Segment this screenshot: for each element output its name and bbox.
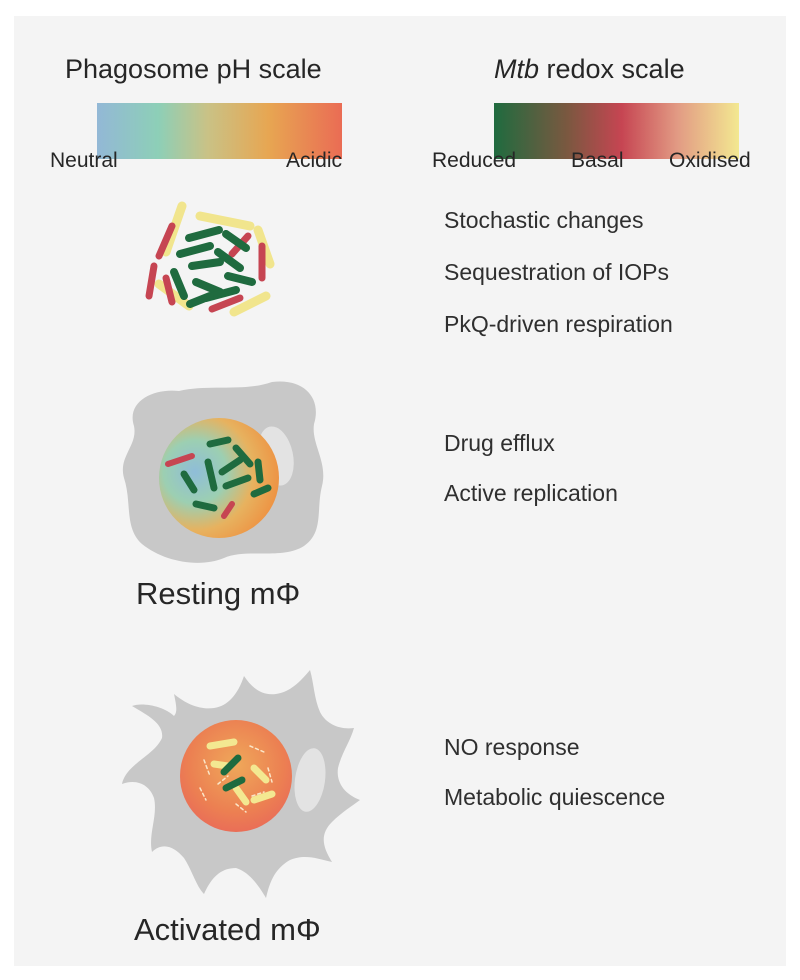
resting-macrophage: [122, 381, 324, 563]
redox-scale-title: Mtb redox scale: [494, 54, 685, 85]
activated-nucleus: [294, 748, 326, 812]
redox-oxidised-label: Oxidised: [669, 149, 751, 172]
reduced-bacillus: [218, 456, 244, 476]
activated-phagosome: [180, 720, 292, 832]
reduced-bacillus: [214, 248, 244, 272]
ph-gradient-bar: [97, 103, 342, 159]
no-radicals: [199, 745, 273, 813]
reduced-bacillus: [204, 458, 218, 492]
oxidised-bacillus: [206, 738, 238, 750]
reduced-bacillus: [170, 268, 188, 300]
reduced-bacillus: [232, 444, 254, 468]
biofilm-note-1: Stochastic changes: [444, 207, 644, 233]
activated-macrophage: [122, 670, 360, 898]
biofilm-note-2: Sequestration of IOPs: [444, 259, 670, 285]
reduced-bacillus: [185, 226, 223, 242]
basal-bacillus: [221, 501, 235, 519]
basal-bacillus: [162, 274, 176, 306]
ph-neutral-label: Neutral: [50, 149, 118, 172]
reduced-bacillus: [222, 474, 252, 490]
reduced-bacillus: [254, 458, 264, 484]
basal-bacillus: [145, 262, 158, 300]
basal-bacillus: [155, 222, 176, 260]
ph-acidic-label: Acidic: [286, 149, 343, 172]
resting-note-2: Active replication: [444, 480, 618, 506]
oxidised-bacillus: [250, 764, 270, 784]
reduced-bacillus: [224, 272, 256, 286]
redox-basal-label: Basal: [571, 149, 624, 172]
resting-phagosome: [159, 418, 279, 538]
biofilm-cluster: [145, 201, 275, 317]
reduced-bacillus: [220, 754, 242, 776]
illustrations: [122, 201, 360, 898]
oxidised-bacillus: [232, 784, 250, 806]
basal-bacillus: [208, 294, 244, 313]
oxidised-bacillus: [195, 211, 255, 231]
activated-note-1: NO response: [444, 734, 580, 760]
biofilm-note-3: PkQ-driven respiration: [444, 311, 673, 337]
oxidised-bacillus: [229, 291, 271, 317]
activated-note-2: Metabolic quiescence: [444, 784, 666, 810]
reduced-bacillus: [250, 484, 272, 498]
oxidised-bacillus: [250, 790, 276, 804]
reduced-bacillus: [188, 258, 224, 270]
reduced-bacillus: [206, 436, 232, 448]
reduced-bacillus: [222, 230, 250, 252]
activated-macrophage-label: Activated mΦ: [134, 912, 321, 947]
figure-panel: Phagosome pH scale Neutral Acidic Mtb re…: [14, 16, 786, 966]
reduced-bacillus: [192, 500, 218, 512]
resting-macrophage-label: Resting mΦ: [136, 576, 301, 611]
resting-note-1: Drug efflux: [444, 430, 555, 456]
redox-reduced-label: Reduced: [432, 149, 517, 172]
ph-scale-title: Phagosome pH scale: [65, 54, 322, 84]
redox-scale-title-rest: redox scale: [539, 54, 685, 84]
reduced-bacillus: [176, 242, 214, 258]
reduced-bacillus: [192, 278, 224, 296]
redox-scale-title-italic: Mtb: [494, 54, 540, 84]
oxidised-bacillus: [154, 279, 194, 311]
basal-bacillus: [165, 453, 195, 467]
redox-gradient-bar: [494, 103, 739, 159]
reduced-bacillus: [186, 292, 214, 308]
reduced-bacillus: [222, 776, 246, 792]
reduced-bacillus: [180, 470, 198, 494]
